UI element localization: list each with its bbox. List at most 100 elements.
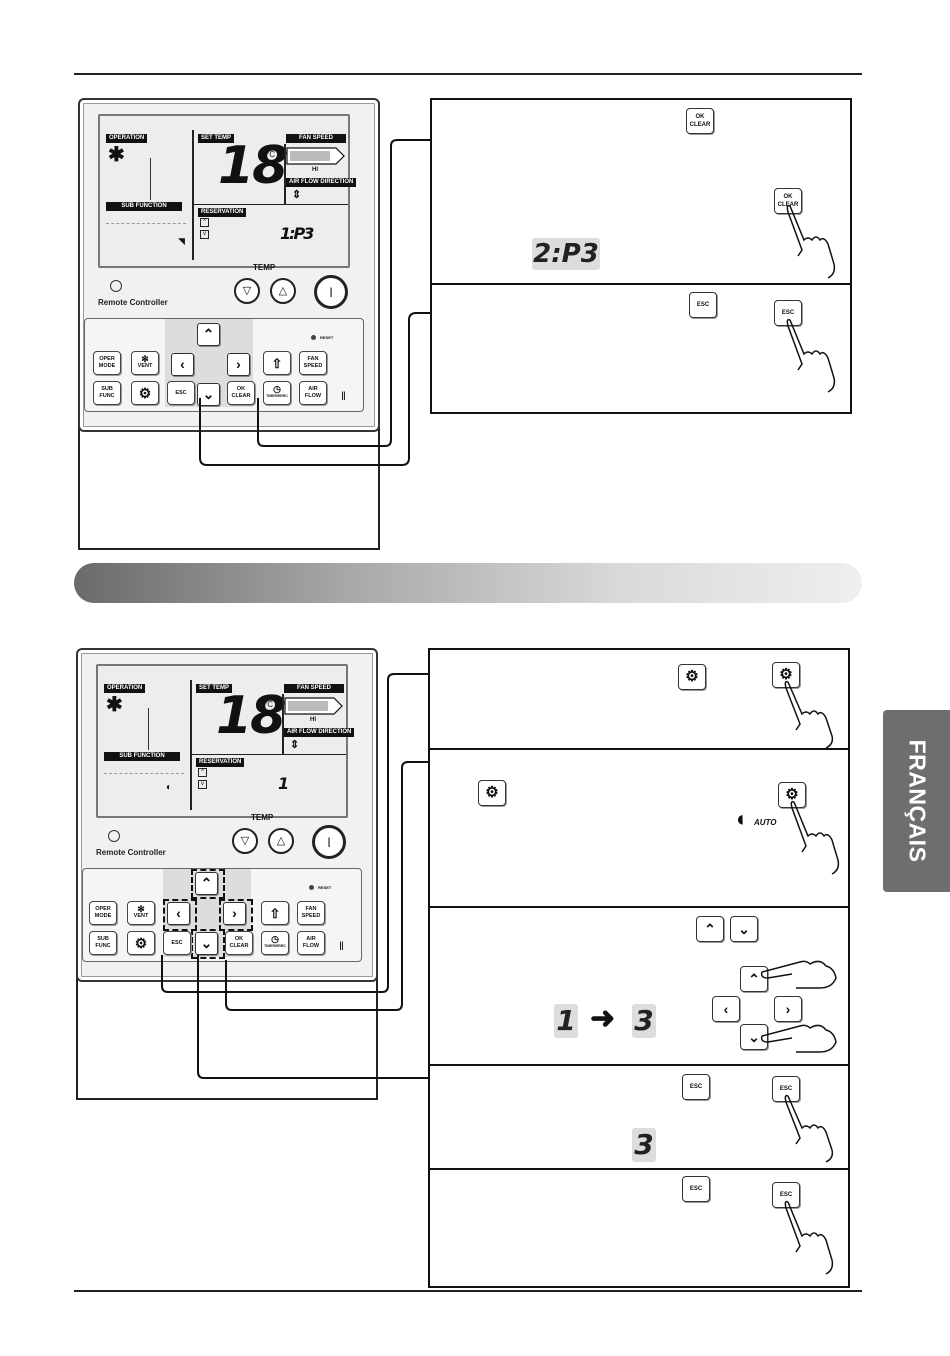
settings-button[interactable]: ⚙ [131, 381, 159, 405]
esc-button[interactable]: ESC [163, 931, 191, 955]
fan-speed-line1: FAN [307, 356, 319, 362]
timer-button[interactable]: ◷TIMER/ERRC [263, 381, 291, 405]
panel-divider [430, 1168, 848, 1170]
up-arrow-button[interactable]: ⌃ [195, 872, 218, 895]
ok-line: OK [695, 114, 705, 120]
lcd-dotline [106, 223, 186, 224]
vent-label: VENT [133, 913, 149, 919]
home-button[interactable]: ⇧ [261, 901, 289, 925]
lcd-screen: OPERATION ✱ SUB FUNCTION ◐ SET TEMP 18 °… [96, 664, 355, 818]
brand-label: Remote Controller [98, 298, 168, 307]
fan-speed-bar-icon [286, 147, 345, 165]
fan-speed-line1: FAN [305, 906, 317, 912]
up-arrow-press-icon: ⌃ [740, 966, 768, 992]
operation-label: OPERATION [106, 134, 148, 143]
timer-label: TIMER/ERRC [264, 944, 286, 948]
settings-button[interactable]: ⚙ [127, 931, 155, 955]
up-arrow-button[interactable]: ⌃ [197, 323, 220, 346]
temp-up-button[interactable]: △ [270, 278, 296, 304]
airflow-arrow-icon: ⇕ [292, 189, 302, 201]
airflow-arrow-icon: ⇕ [290, 739, 300, 751]
dashed-highlight-up [191, 869, 225, 899]
sub-func-line1: SUB [97, 936, 109, 942]
connector-lines-top [199, 139, 430, 466]
lcd-vline [192, 130, 194, 260]
hand-pointer-icon [784, 1200, 834, 1275]
reset-dot[interactable] [311, 335, 316, 340]
temperature-display: 18 [216, 686, 286, 746]
temp-label: TEMP [253, 263, 276, 272]
thermo-auto-icon: ◐ [166, 782, 173, 793]
remote-controller-bottom: OPERATION ✱ SUB FUNCTION ◐ SET TEMP 18 °… [76, 648, 378, 982]
gear-icon: ⚙ [138, 384, 152, 401]
right-arrow-button[interactable]: › [223, 902, 246, 925]
left-arrow-button[interactable]: ‹ [167, 902, 190, 925]
vent-button[interactable]: ✻VENT [131, 351, 159, 375]
temp-unit: °C [264, 700, 273, 709]
hand-pointer-icon [784, 680, 834, 749]
sub-function-label: SUB FUNCTION [106, 202, 182, 211]
air-flow-line1: AIR [308, 386, 318, 392]
settings-icon: ⚙ [678, 664, 706, 690]
gear-icon: ⚙ [485, 784, 499, 801]
oper-mode-line1: OPER [99, 356, 115, 362]
esc-button[interactable]: ESC [167, 381, 195, 405]
fan-level: HI [312, 167, 318, 173]
grip-icon: ‖ [339, 939, 344, 953]
esc-label: ESC [689, 1186, 703, 1192]
air-flow-line1: AIR [306, 936, 316, 942]
hand-pointer-icon [790, 800, 840, 875]
snowflake-icon: ✱ [106, 694, 123, 716]
led-indicator [108, 830, 120, 842]
esc-label: ESC [171, 939, 183, 946]
triangle-icon: ◥ [178, 236, 185, 246]
down-arrow-button[interactable]: ⌄ [197, 383, 220, 406]
left-arrow-button[interactable]: ‹ [171, 353, 194, 376]
settings-icon: ⚙ [478, 780, 506, 806]
panel-divider [432, 283, 850, 285]
down-arrow-button[interactable]: ⌄ [195, 932, 218, 955]
sub-func-line1: SUB [101, 386, 113, 392]
thermo-auto-icon: ◐ [736, 806, 750, 831]
sub-func-line2: FUNC [95, 943, 111, 949]
set-temp-label: SET TEMP [196, 684, 233, 693]
temp-unit: °C [266, 150, 275, 159]
air-flow-line2: FLOW [304, 393, 322, 399]
temp-up-button[interactable]: △ [268, 828, 294, 854]
temp-down-button[interactable]: ▽ [234, 278, 260, 304]
dashed-highlight-down [191, 929, 225, 959]
power-button[interactable]: ⏽ [312, 825, 346, 859]
brand-label: Remote Controller [96, 848, 166, 857]
ok-line: OK [783, 194, 793, 200]
power-button[interactable]: ⏽ [314, 275, 348, 309]
lcd-vline2 [284, 144, 286, 204]
esc-label: ESC [781, 310, 795, 316]
ok-line: OK [236, 386, 246, 392]
temp-down-button[interactable]: ▽ [232, 828, 258, 854]
right-arrow-button[interactable]: › [227, 353, 250, 376]
reset-dot[interactable] [309, 885, 314, 890]
oper-mode-line2: MODE [98, 363, 116, 369]
sub-function-label: SUB FUNCTION [104, 752, 180, 761]
panel-divider [430, 748, 848, 750]
clock-icon: ◷ [273, 384, 281, 394]
timer-button[interactable]: ◷TIMER/ERRC [261, 931, 289, 955]
down-arrow-icon: ⌄ [730, 916, 758, 942]
lcd-dotline [104, 773, 184, 774]
home-button[interactable]: ⇧ [263, 351, 291, 375]
esc-label: ESC [696, 302, 710, 308]
vent-button[interactable]: ✻VENT [127, 901, 155, 925]
